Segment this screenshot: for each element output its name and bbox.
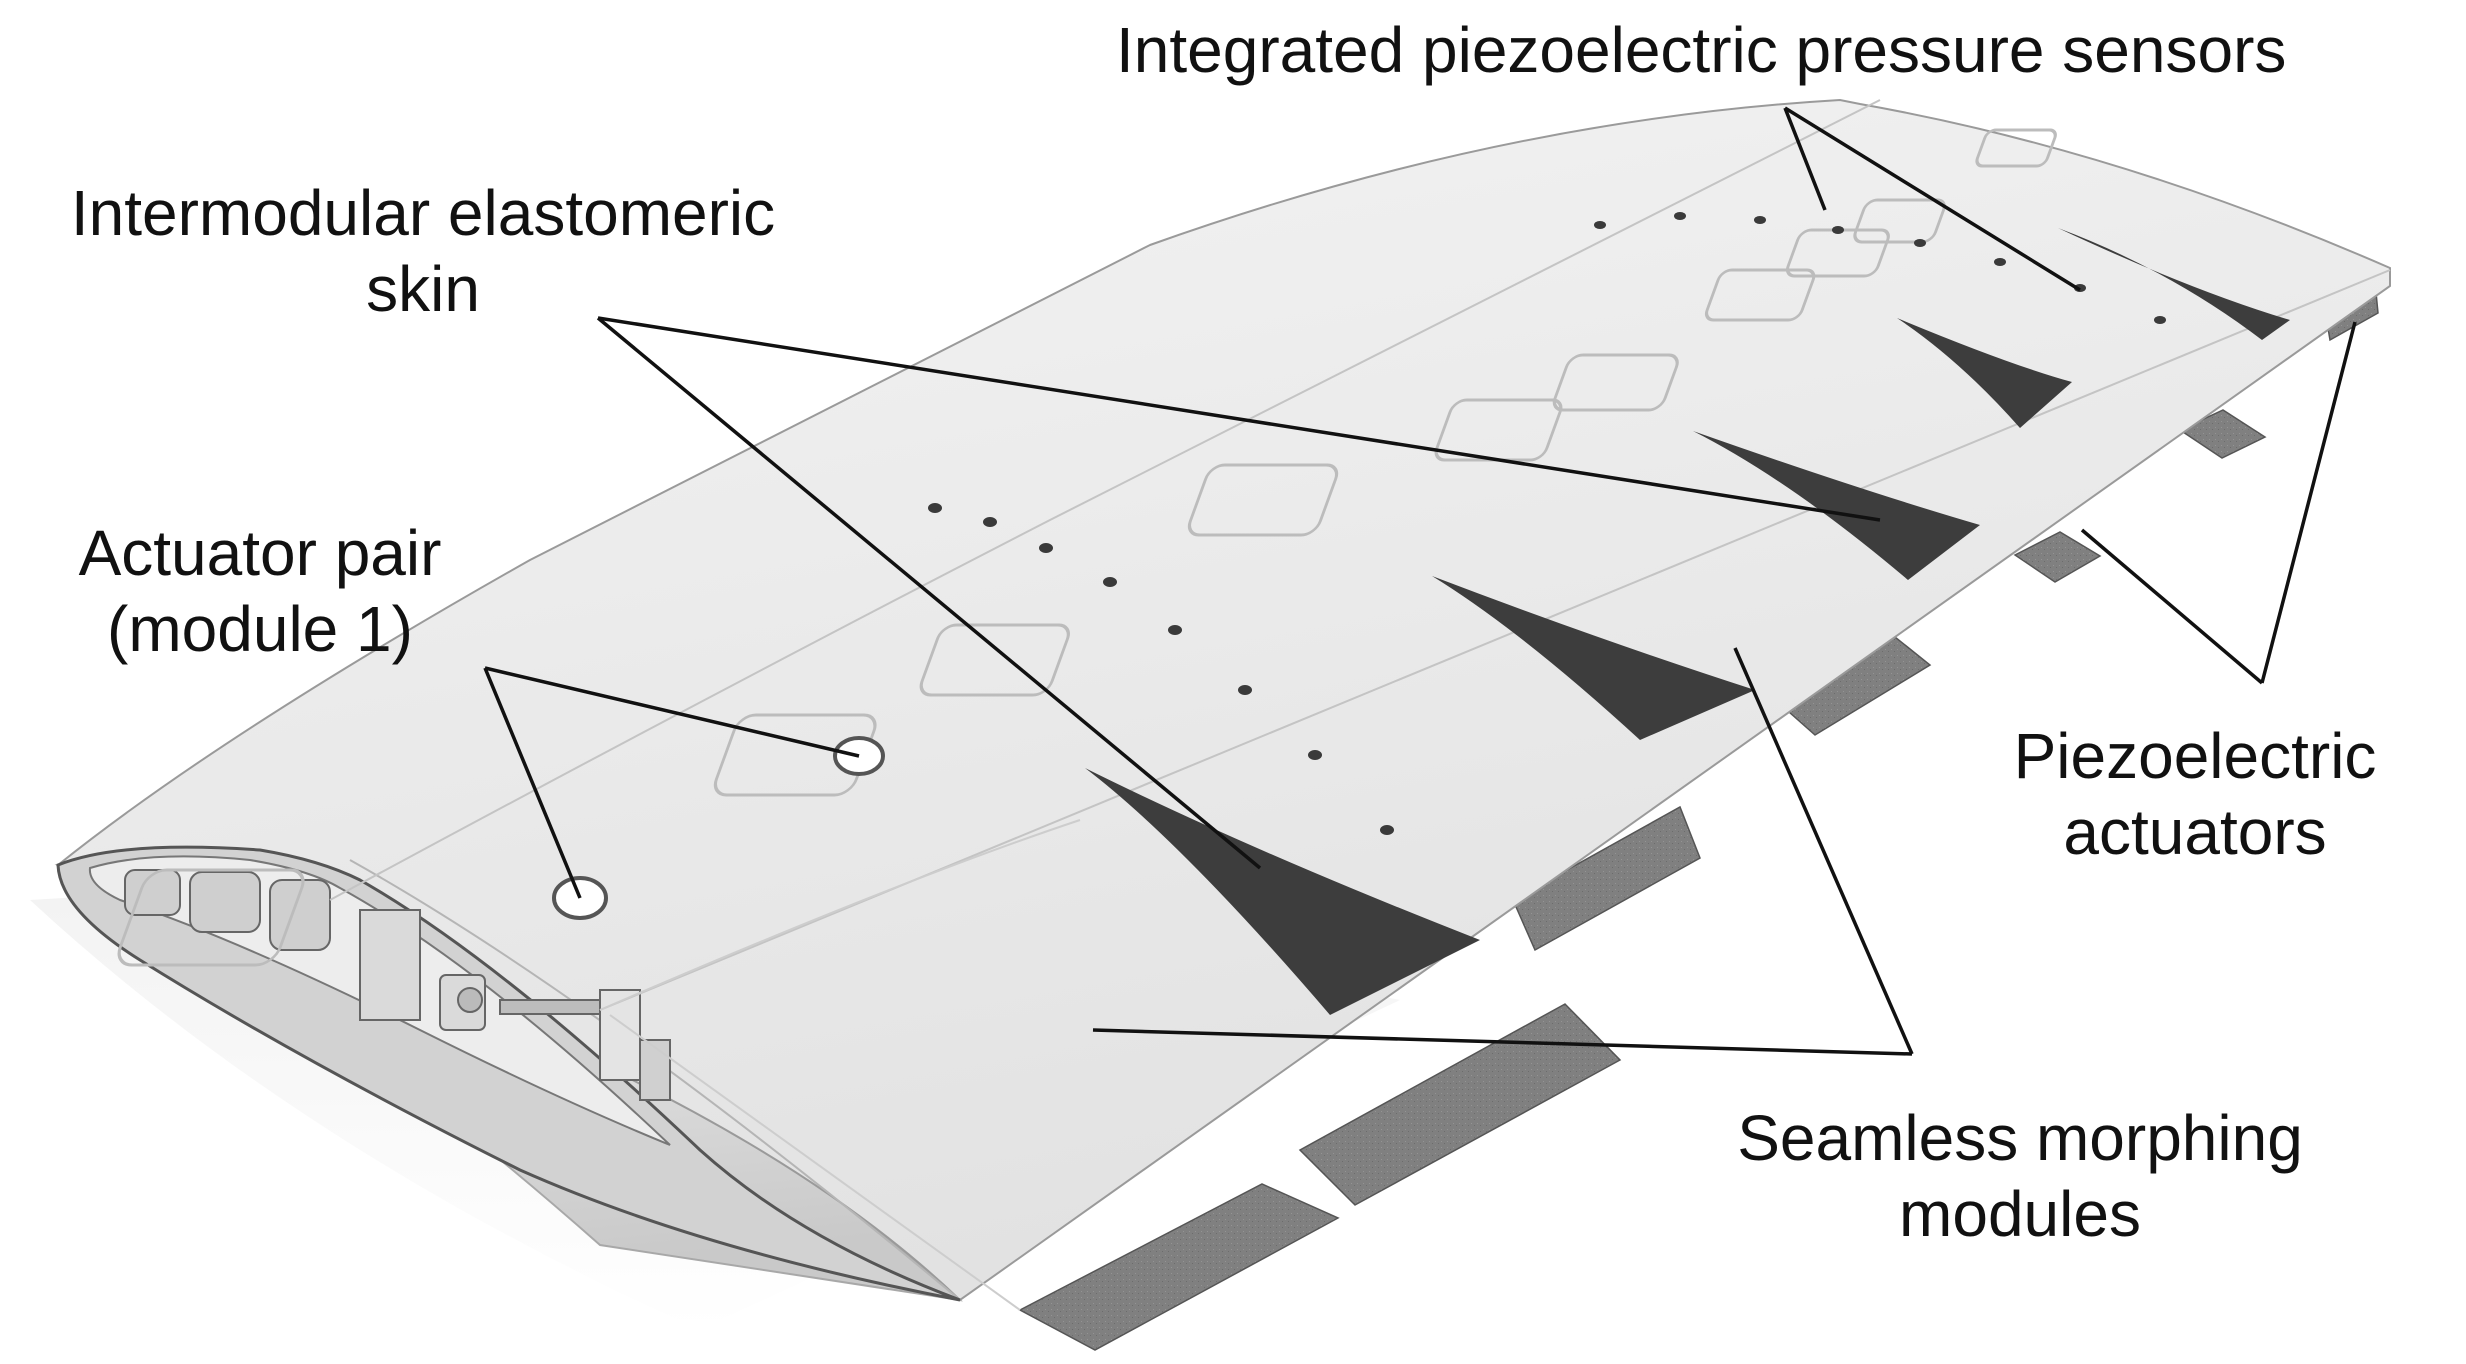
leader-skin-1 — [596, 316, 1262, 870]
label-pressure-sensors: Integrated piezoelectric pressure sensor… — [1116, 14, 2287, 86]
piezo-patch-4 — [1897, 318, 2072, 428]
leader-sensors-1 — [1783, 107, 1827, 211]
leader-morph-2 — [1733, 647, 1914, 1055]
label-morphing-modules: Seamless morphing modules — [1737, 1102, 2303, 1250]
tab-6 — [2178, 409, 2267, 459]
label-piezo-actuators: Piezoelectric actuators — [2013, 720, 2377, 868]
tab-1 — [1018, 1183, 1340, 1351]
leader-piezo-1 — [2080, 528, 2264, 685]
leader-lines — [483, 106, 2357, 1056]
leader-piezo-2 — [2260, 321, 2357, 684]
piezo-actuator-patches — [1085, 228, 2290, 1015]
leader-morph-1 — [1092, 1028, 1913, 1056]
piezo-patch-5 — [2058, 228, 2290, 340]
root-airfoil-section — [56, 845, 961, 1302]
leader-sensors-2 — [1784, 106, 2081, 292]
leader-actuator-2 — [484, 666, 860, 758]
piezo-patch-1 — [1085, 768, 1480, 1015]
leader-actuator-1 — [483, 667, 582, 899]
piezo-patch-2 — [1432, 576, 1755, 740]
label-actuator-pair: Actuator pair (module 1) — [78, 517, 442, 665]
piezo-patch-3 — [1693, 431, 1980, 580]
tab-2 — [1298, 1003, 1622, 1206]
tab-5 — [2013, 531, 2102, 583]
actuator-housings — [117, 128, 2057, 967]
label-elastomeric-skin: Intermodular elastomeric skin — [70, 177, 776, 325]
tab-3 — [1512, 805, 1701, 952]
leader-skin-2 — [597, 316, 1881, 522]
module-boundaries — [599, 819, 1081, 1311]
